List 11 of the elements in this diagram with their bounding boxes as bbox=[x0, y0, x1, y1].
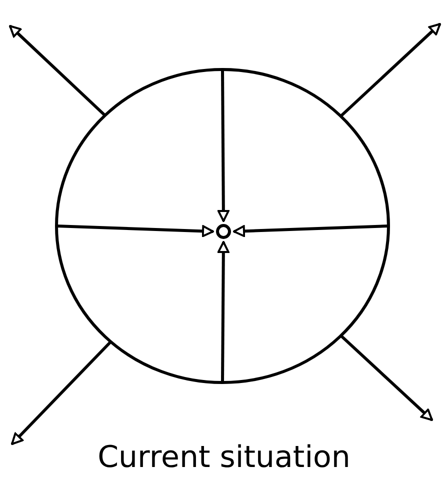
arrow bbox=[56, 224, 214, 238]
arrow bbox=[233, 224, 389, 238]
caption: Current situation bbox=[96, 440, 352, 475]
large-circle bbox=[55, 68, 390, 384]
arrow bbox=[340, 22, 442, 118]
arrow bbox=[217, 241, 230, 383]
arrow bbox=[10, 340, 112, 446]
small-circle bbox=[216, 224, 231, 239]
arrow bbox=[217, 70, 230, 222]
arrow bbox=[8, 24, 106, 117]
arrow bbox=[340, 334, 434, 422]
